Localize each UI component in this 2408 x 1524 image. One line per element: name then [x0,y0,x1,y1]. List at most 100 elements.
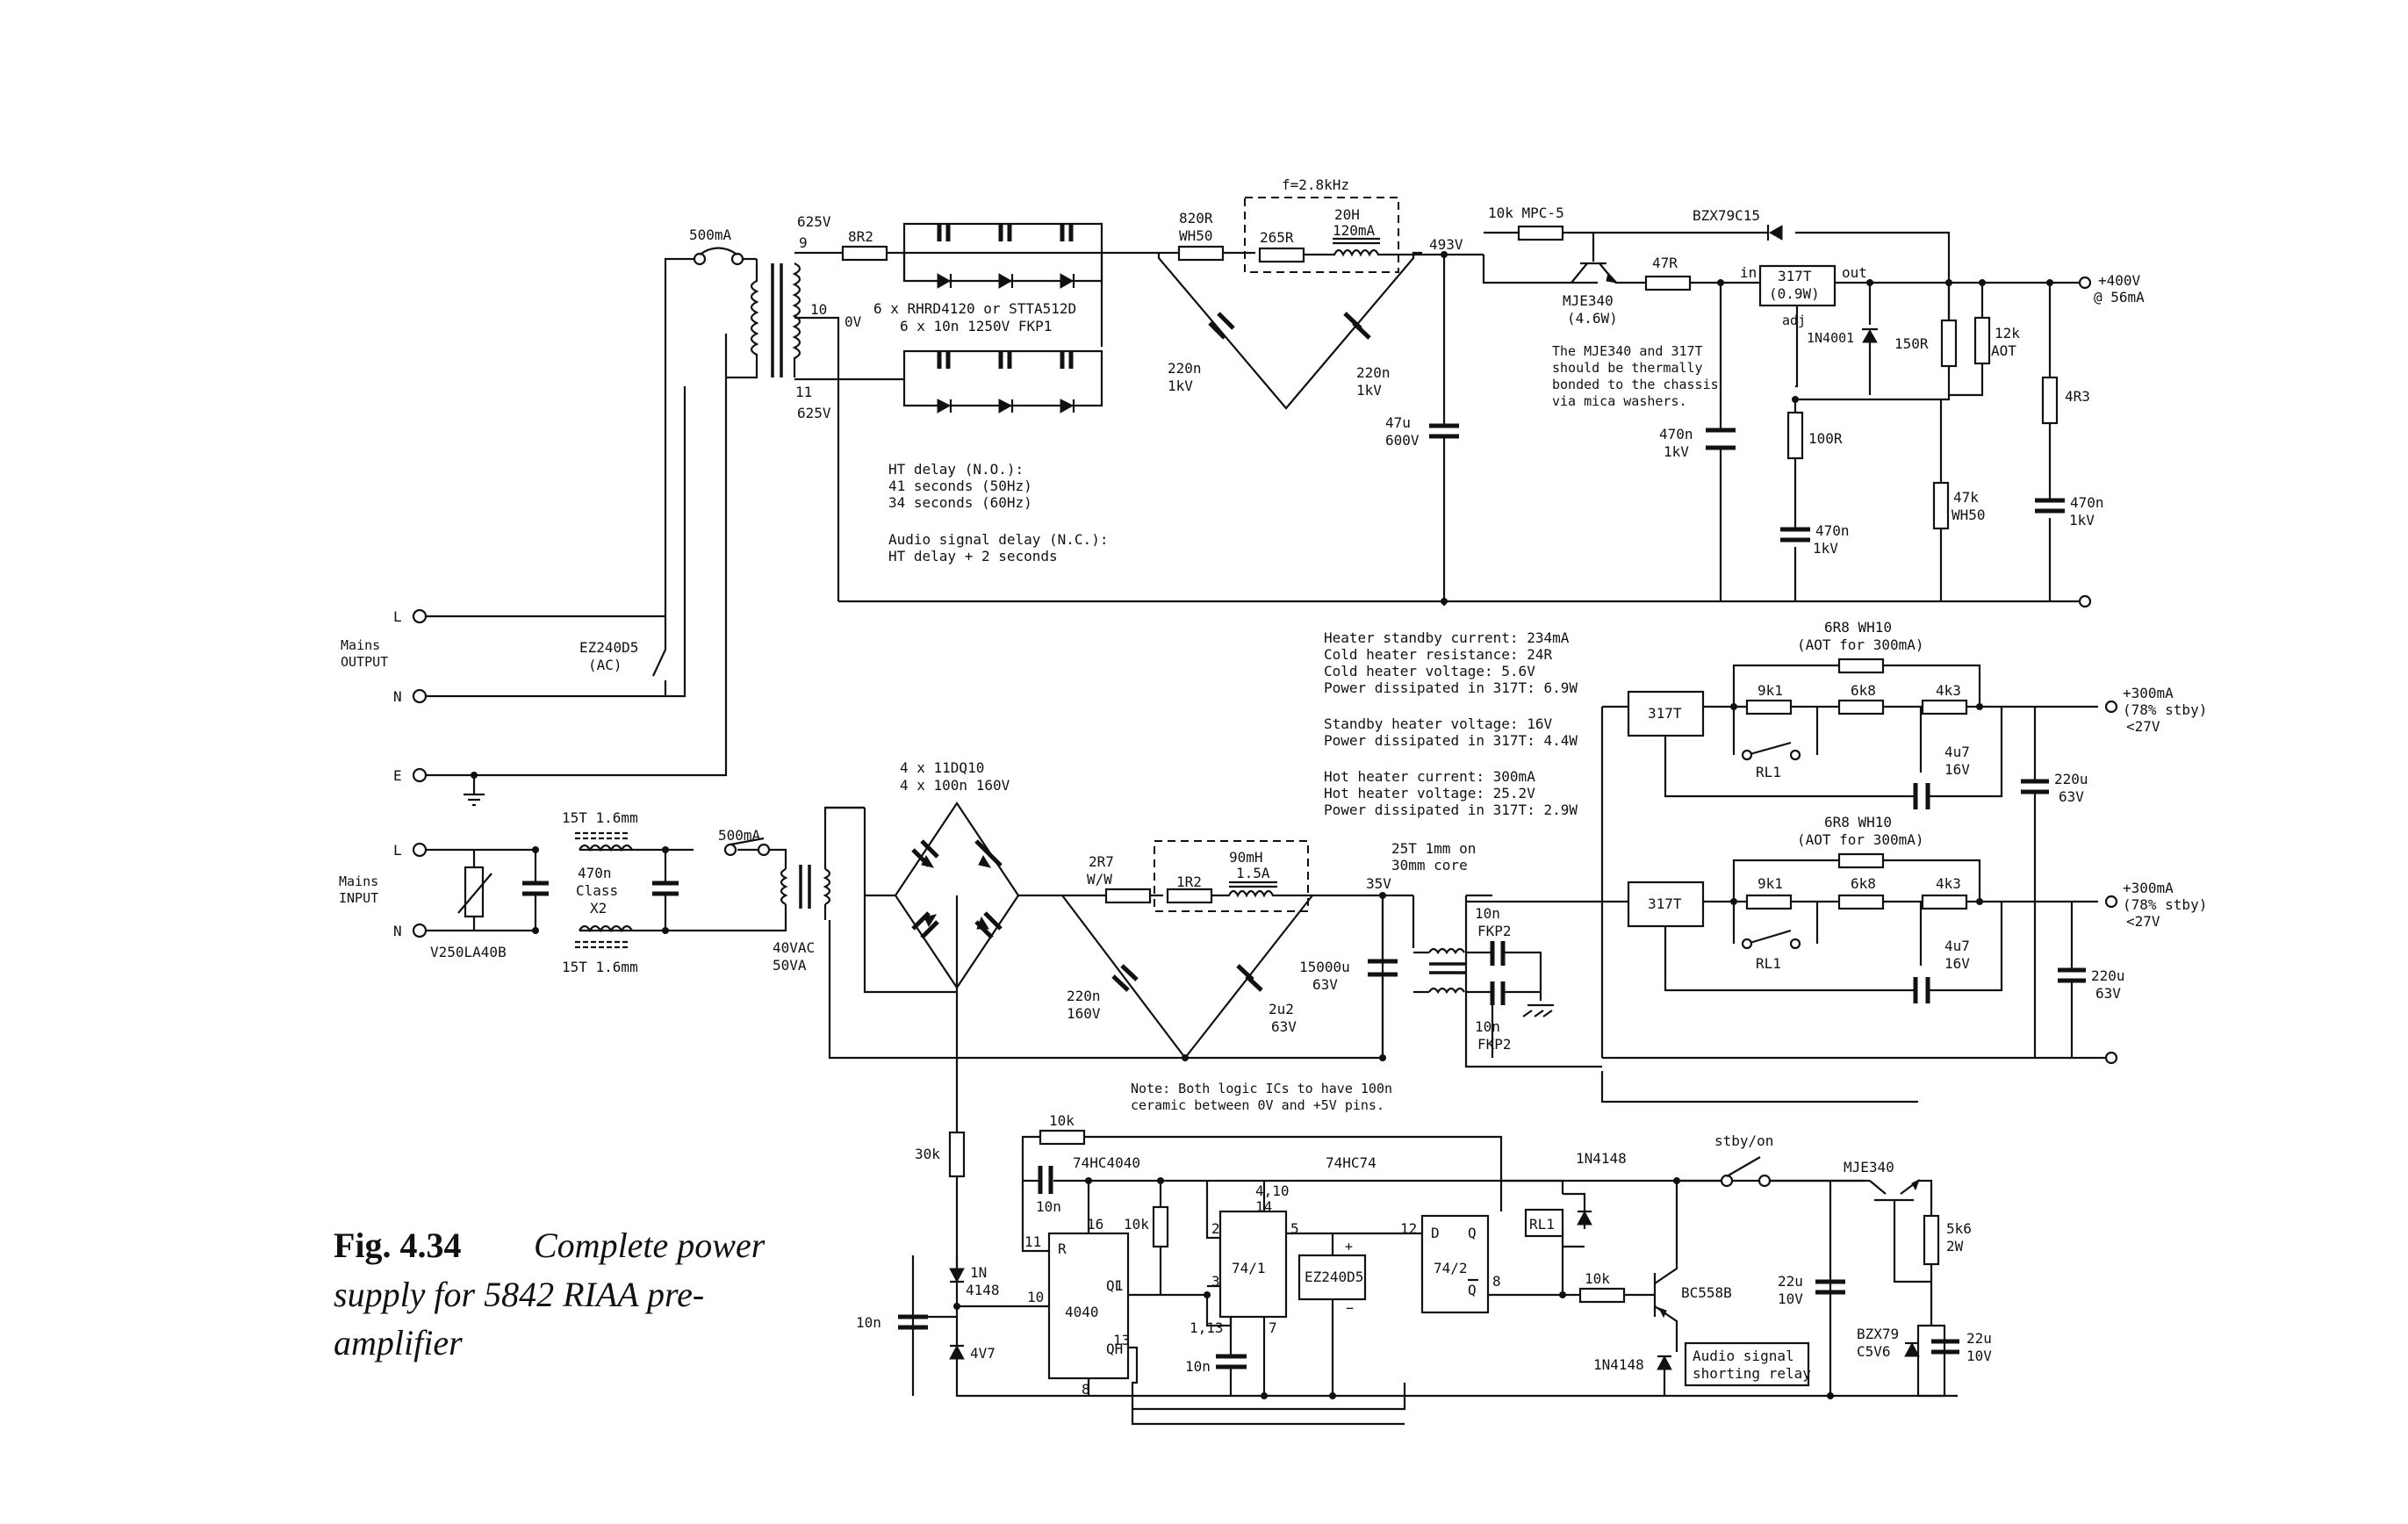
terminal-n-input [412,923,428,938]
r-10k-mpc: 10k MPC-5 [1488,205,1564,221]
choke-top-label: 15T 1.6mm [562,809,638,826]
zener-4v7: 4V7 [970,1345,996,1362]
terminal-l-output [412,608,428,624]
thermal-note-4: via mica washers. [1552,393,1687,409]
r-150: 150R [1894,335,1929,352]
ff2-pin-q: Q [1468,1225,1477,1241]
r-12k: 12k [1995,325,2020,341]
v-bottom: 625V [797,405,831,421]
ff2-pin-8: 8 [1492,1273,1501,1290]
caption-line-3: amplifier [334,1323,463,1362]
ff-74-2[interactable] [1420,1214,1490,1314]
ic-4040-name: 74HC4040 [1073,1154,1140,1171]
heater2-out-2: (78% stby) [2123,896,2207,913]
label-l2: L [393,842,402,859]
figure-caption: Fig. 4.34 Complete power supply for 5842… [334,1226,766,1362]
r-2r7-2: W/W [1087,871,1112,888]
ff1-label: 74/1 [1232,1260,1266,1276]
terminal-e [412,767,428,783]
mains-output-title-2: OUTPUT [341,654,388,670]
svg-text:+: + [1345,1239,1353,1254]
r-30k: 30k [915,1146,940,1162]
reg-317t-label: 317T [1778,268,1812,284]
relay-output-label: EZ240D5 [579,639,638,656]
audio-shorting-relay[interactable] [1684,1341,1810,1387]
heater1-r3: 4k3 [1936,682,1961,699]
label-l: L [393,608,402,625]
heater2-r1: 9k1 [1757,875,1783,892]
r-47k: 47k [1953,489,1979,506]
ht-delay-2: 41 seconds (50Hz) [888,478,1032,494]
heater1-r2: 6k8 [1851,682,1876,699]
varistor-label: V250LA40B [430,944,507,960]
r-12k-2: AOT [1991,342,2016,359]
pin-ql: QL [1106,1277,1123,1294]
delay-logic: Note: Both logic ICs to have 100n cerami… [856,992,1992,1426]
reg-out: out [1842,264,1867,281]
lt-c-2u2-2: 63V [1271,1018,1297,1035]
reg-adj: adj [1782,313,1806,328]
stby-on-switch[interactable] [1726,1156,1761,1177]
mje340-label-2: (4.6W) [1567,310,1618,327]
pin-13: 13 [1113,1332,1130,1348]
rectifier-note-2: 6 x 10n 1250V FKP1 [900,318,1052,334]
ff1-pin-410: 4,10 [1255,1183,1290,1199]
heater2-out-3: <27V [2126,913,2160,930]
heater2-r-top-2: (AOT for 300mA) [1797,831,1924,848]
heater-note-2: Cold heater resistance: 24R [1324,646,1552,663]
heater-note-6: Standby heater voltage: 16V [1324,715,1552,732]
ff-74-1[interactable] [1218,1210,1288,1319]
pin-1: 1 [1115,1277,1124,1294]
heater1-cout: 220u [2054,771,2088,787]
diode-1n4001: 1N4001 [1807,330,1854,346]
heater1-cout-2: 63V [2059,788,2084,805]
heater2-cap: 4u7 [1944,938,1970,954]
v-mid: 0V [845,313,862,330]
fuse-ht-label: 500mA [689,226,732,243]
rl1-label: RL1 [1529,1216,1555,1233]
mje340-lt: MJE340 [1844,1159,1894,1175]
heater1-relay: RL1 [1756,764,1781,780]
r-47k-2: WH50 [1952,507,1986,523]
label-e: E [393,767,402,784]
ht-out-label: +400V [2098,272,2141,289]
audio-delay: Audio signal delay (N.C.): [888,531,1108,548]
heater-note-9: Hot heater current: 300mA [1324,768,1535,785]
x2-cap-label: 470n [578,865,612,881]
reg-317t-heater-2[interactable] [1627,881,1705,928]
reg-in: in [1740,264,1757,281]
figure-number: Fig. 4.34 [334,1226,462,1265]
c-22u-2: 10V [1778,1290,1803,1307]
choke-bottom-label: 15T 1.6mm [562,959,638,975]
filter-box [1244,197,1399,273]
heater1-output-terminal [2104,700,2118,714]
heater1-r-top-2: (AOT for 300mA) [1797,636,1924,653]
ht-out-label-2: @ 56mA [2094,289,2145,306]
heater2-output-terminal [2104,895,2118,909]
c-220n-right-2: 1kV [1356,382,1382,399]
heater1-reg-label: 317T [1648,705,1682,722]
ht-output-terminal [2078,276,2092,290]
c-15000u: 15000u [1299,959,1350,975]
heater2-r2: 6k8 [1851,875,1876,892]
heater1-out-2: (78% stby) [2123,701,2207,718]
v-top: 625V [797,213,831,230]
audio-delay-2: HT delay + 2 seconds [888,548,1058,564]
r-5k6: 5k6 [1946,1220,1972,1237]
c-47u: 47u [1385,414,1411,431]
rectifier-bank-top [902,222,1103,289]
ht-delay-3: 34 seconds (60Hz) [888,494,1032,511]
choke-20h-2: 120mA [1333,222,1376,239]
c-10n-fkp2-top-2: FKP2 [1477,923,1512,939]
c-220n-left: 220n [1168,360,1202,377]
reg-317t-ht[interactable] [1758,264,1837,307]
mains-section: L N E L N Mains OUTPUT Mains INPUT EZ240… [339,226,865,975]
ez240d5-label: EZ240D5 [1305,1269,1363,1285]
ff2-pin-d: D [1431,1225,1440,1241]
ff2-pin-qbar: Q [1468,1282,1477,1298]
zener-bzx79c15: BZX79C15 [1693,207,1760,224]
c-470n-a-2: 1kV [1664,443,1689,460]
heater-note-7: Power dissipated in 317T: 4.4W [1324,732,1578,749]
audio-relay-label: Audio signal [1693,1348,1794,1364]
